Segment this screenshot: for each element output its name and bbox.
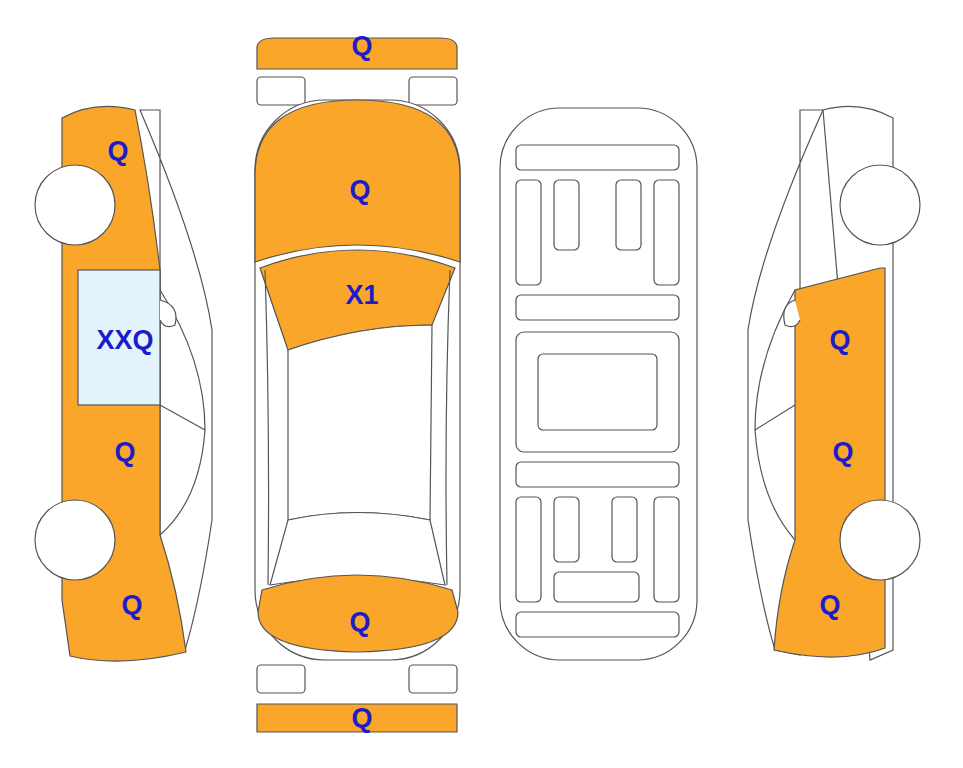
damage-code: Q [351,705,372,732]
damage-code: Q [819,592,840,619]
damage-code: Q [832,439,853,466]
damage-code: Q [349,609,370,636]
damage-code: Q [114,439,135,466]
damage-code: Q [829,327,850,354]
damage-code: Q [349,177,370,204]
damage-code: Q [351,33,372,60]
damage-code: Q [121,592,142,619]
damage-code: XXQ [96,327,153,354]
damage-code: Q [107,138,128,165]
damage-code: X1 [345,282,378,309]
